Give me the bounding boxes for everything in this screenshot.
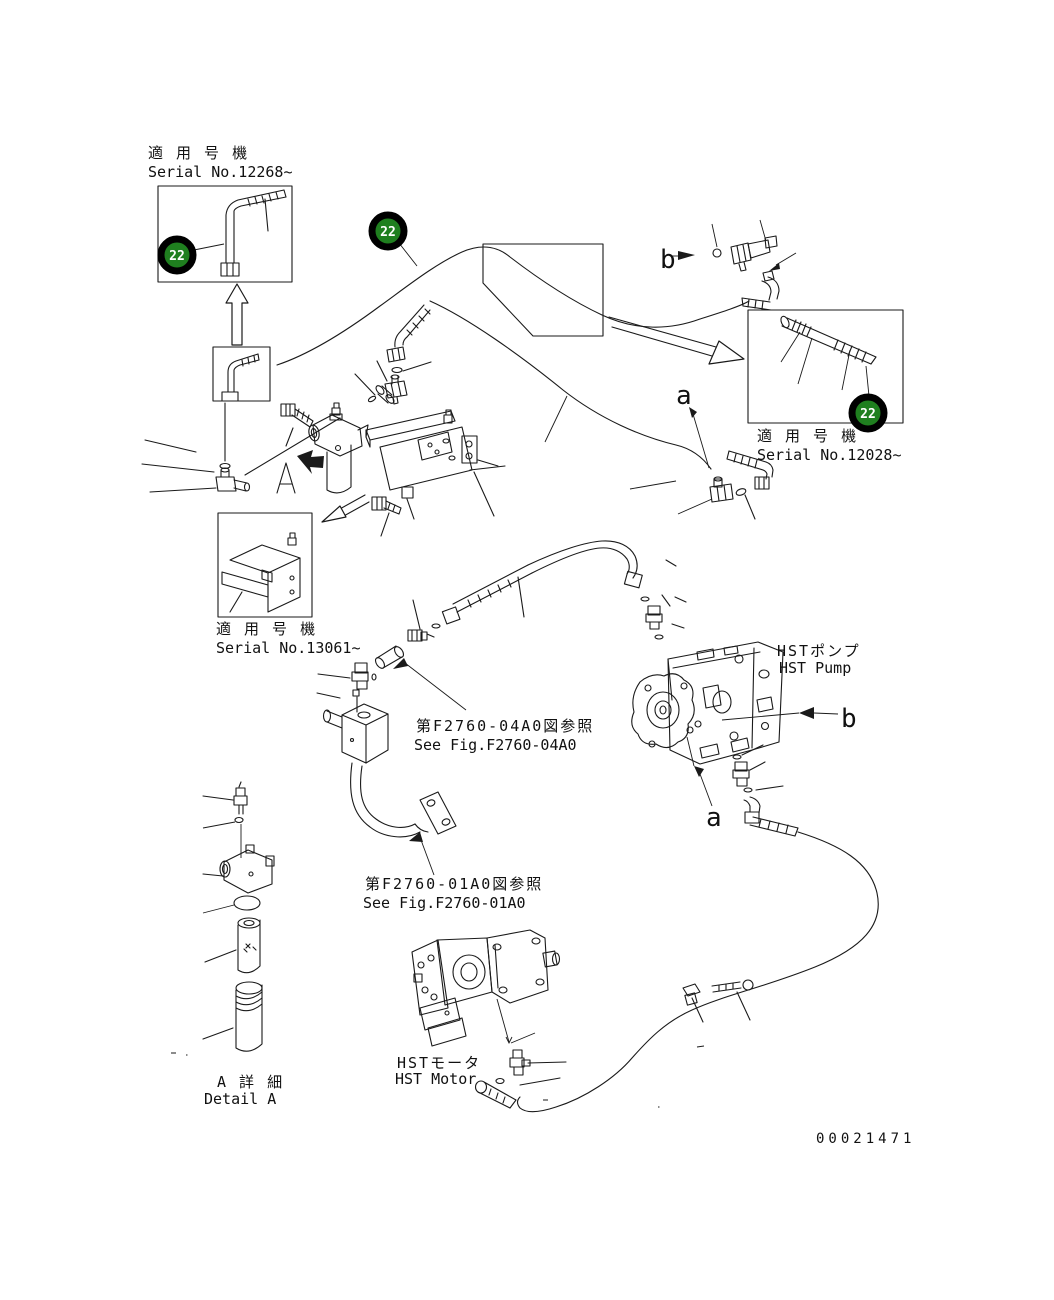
- hst-motor-jp: HSTモータ: [397, 1054, 481, 1072]
- pump-bottom-fittings: [732, 744, 799, 837]
- bracket-old-part: [221, 532, 301, 613]
- black-arrow-icon: [409, 832, 423, 842]
- serial-12268-en: Serial No.12268~: [148, 163, 293, 181]
- serial-13061-jp: 適 用 号 機: [216, 620, 317, 638]
- big-arrow-to-serial-12028: [608, 316, 745, 365]
- motor-fittings: [474, 1049, 567, 1109]
- straight-fitting: [407, 599, 441, 642]
- bracket-part: [365, 409, 506, 517]
- detail-marker-A: [276, 462, 296, 494]
- detail-a-en: Detail A: [204, 1090, 276, 1108]
- up-arrow: [225, 283, 249, 346]
- filter-case-part: [202, 981, 263, 1052]
- filter-bracket-assembly: [141, 304, 506, 537]
- ref-01a0-jp: 第F2760-01A0図参照: [365, 875, 543, 893]
- elbow-hose-part: [220, 189, 287, 277]
- serial-12268-jp: 適 用 号 機: [148, 144, 249, 162]
- hst-motor-en: HST Motor: [395, 1070, 476, 1088]
- ref-04a0-jp: 第F2760-04A0図参照: [416, 717, 594, 735]
- balloon-22-top-left: 22: [157, 235, 225, 275]
- detail-a-jp: A 詳 細: [217, 1073, 284, 1091]
- region-callout-polygon: [482, 243, 604, 337]
- arrow-up-icon: [689, 407, 697, 418]
- curved-hose: [350, 762, 457, 838]
- hst-pump-en: HST Pump: [779, 659, 851, 677]
- tee-fitting-left: [141, 402, 341, 493]
- callout-box: [157, 185, 293, 283]
- hst-pump-drawing: HSTポンプ HST Pump b a: [516, 641, 879, 1113]
- serial-12028-en: Serial No.12028~: [757, 446, 902, 464]
- view-label-b: b: [841, 704, 857, 734]
- hose-end-fittings: [709, 450, 774, 520]
- elbow-fitting: [316, 662, 377, 713]
- callout-serial-12268: 適 用 号 機 Serial No.12268~ 22: [148, 144, 293, 346]
- fitting-part: [730, 235, 778, 272]
- down-left-arrow: [321, 494, 370, 523]
- balloon-number: 22: [169, 249, 185, 264]
- valve-block: [322, 703, 389, 764]
- arrow-up-icon: [694, 766, 704, 777]
- spacer-cylinder: [374, 645, 405, 669]
- sensor-part: [202, 781, 248, 815]
- hst-pump-jp: HSTポンプ: [777, 642, 861, 660]
- hose-part: [780, 315, 877, 365]
- port-b-upper: b: [660, 219, 797, 311]
- filter-element-part: [204, 917, 261, 974]
- ref-04a0-en: See Fig.F2760-04A0: [414, 736, 577, 754]
- hose-pump-to-motor: [516, 831, 879, 1113]
- pipe-f2760-04a0: 第F2760-04A0図参照 See Fig.F2760-04A0: [316, 540, 687, 754]
- view-label-a: a: [676, 381, 692, 411]
- black-arrow-icon: [393, 658, 408, 669]
- black-arrow-icon: [297, 450, 324, 474]
- steel-pipe: [441, 540, 687, 640]
- port-a-lower: a: [686, 736, 722, 833]
- hose-lower: [429, 300, 712, 470]
- balloon-number: 22: [380, 225, 396, 240]
- view-label-a: a: [706, 803, 722, 833]
- drawing-number: 00021471: [816, 1131, 915, 1147]
- bolt-nut-part: [371, 486, 415, 537]
- balloon-22-right: 22: [848, 365, 888, 433]
- serial-12028-jp: 適 用 号 機: [757, 427, 858, 445]
- filter-part: [308, 402, 369, 494]
- view-label-b: b: [660, 245, 676, 275]
- port-b-lower: b: [721, 704, 857, 734]
- filter-head-part: [202, 844, 275, 894]
- hose-upper: [276, 246, 750, 366]
- arrow-left-icon: [799, 707, 814, 719]
- callout-old-elbow: [212, 346, 271, 402]
- balloon-number: 22: [860, 407, 876, 422]
- detail-a-exploded: A 詳 細 Detail A: [171, 781, 284, 1108]
- port-a-upper: a: [629, 381, 774, 520]
- callout-serial-12028: 22 適 用 号 機 Serial No.12028~: [747, 309, 904, 464]
- hose-mid-fittings: [682, 979, 754, 1023]
- hst-motor-drawing: HSTモータ HST Motor: [395, 929, 567, 1109]
- serial-13061-en: Serial No.13061~: [216, 639, 361, 657]
- ref-01a0-en: See Fig.F2760-01A0: [363, 894, 526, 912]
- balloon-22-top-middle: 22: [368, 211, 418, 267]
- hose-start-fittings: [354, 304, 432, 405]
- arrow-right-icon: [678, 251, 695, 260]
- callout-serial-13061: 適 用 号 機 Serial No.13061~: [216, 512, 361, 657]
- valve-hose-f2760-01a0: 第F2760-01A0図参照 See Fig.F2760-01A0: [322, 703, 543, 912]
- arrow-icon: [769, 263, 780, 271]
- bolt-part: [280, 403, 314, 447]
- main-hoses: 22: [276, 211, 750, 470]
- elbow-hose-end: [741, 270, 780, 311]
- o-ring-part: [233, 895, 261, 911]
